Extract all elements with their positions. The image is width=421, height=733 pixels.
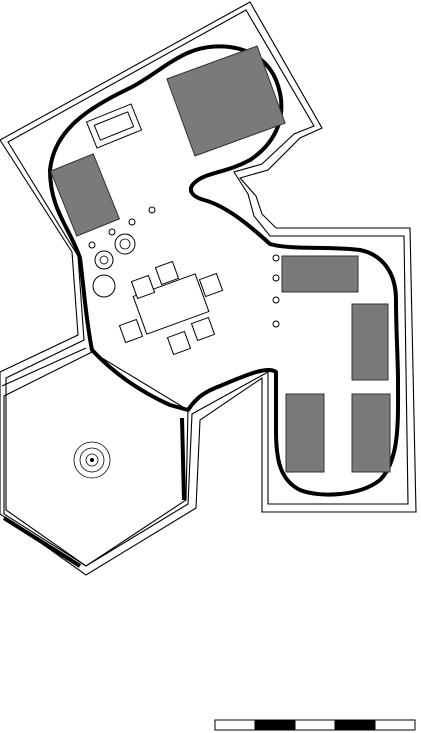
bollards <box>88 206 280 328</box>
chair <box>118 318 144 344</box>
round-planter <box>94 250 114 270</box>
scale-bar <box>214 719 416 731</box>
chair <box>166 330 192 356</box>
fountain <box>73 441 111 479</box>
dining-set <box>118 260 224 356</box>
round-planter <box>92 274 116 298</box>
planting-bed <box>351 303 389 381</box>
planting-bed <box>281 255 359 293</box>
bench <box>85 103 143 149</box>
planting-bed <box>285 393 325 473</box>
planting-bed <box>166 45 286 157</box>
planting-bed <box>49 153 121 237</box>
chair <box>154 260 180 286</box>
round-planter <box>114 233 136 255</box>
round-planters <box>92 233 136 298</box>
garden-path <box>48 44 401 497</box>
outer-boundary <box>0 1 417 576</box>
planting-bed <box>351 393 391 473</box>
hexagon-pavilion <box>1 347 189 568</box>
dining-table <box>132 273 210 335</box>
chair <box>198 272 224 298</box>
chair <box>130 274 156 300</box>
planting-beds <box>49 45 391 473</box>
chair <box>190 316 216 342</box>
